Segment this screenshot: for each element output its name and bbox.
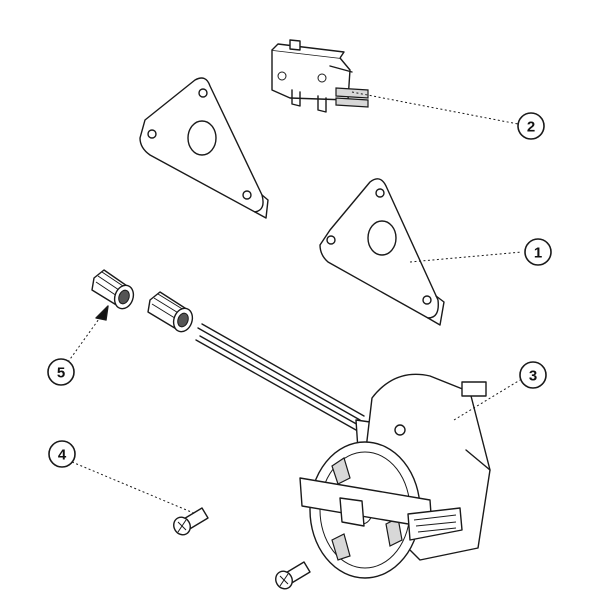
- callout-4-label: 4: [58, 447, 67, 464]
- callout-3-label: 3: [529, 368, 537, 385]
- wire-nut-2: [147, 291, 194, 333]
- callout-2: 2: [517, 112, 545, 140]
- motor-wires: [195, 323, 373, 451]
- screw-2: [275, 561, 311, 590]
- mounting-bracket-rear: [139, 77, 269, 219]
- callout-1: 1: [524, 238, 552, 266]
- screw-1: [173, 507, 209, 536]
- micro-switch: [271, 39, 369, 113]
- leader-line-1: [409, 251, 523, 263]
- callout-4: 4: [48, 440, 76, 468]
- callout-1-label: 1: [534, 245, 542, 262]
- arrow-head-5: [95, 305, 109, 321]
- leader-line-4: [71, 461, 197, 515]
- mounting-bracket-front: [319, 178, 445, 326]
- leader-line-2: [351, 91, 519, 125]
- leader-line-3: [453, 379, 521, 421]
- callout-5: 5: [47, 358, 75, 386]
- timer-motor: [299, 373, 491, 579]
- leader-line-5: [67, 311, 105, 363]
- callout-3: 3: [519, 361, 547, 389]
- callout-2-label: 2: [527, 119, 535, 136]
- wire-nut-1: [91, 269, 135, 310]
- callout-5-label: 5: [57, 365, 65, 382]
